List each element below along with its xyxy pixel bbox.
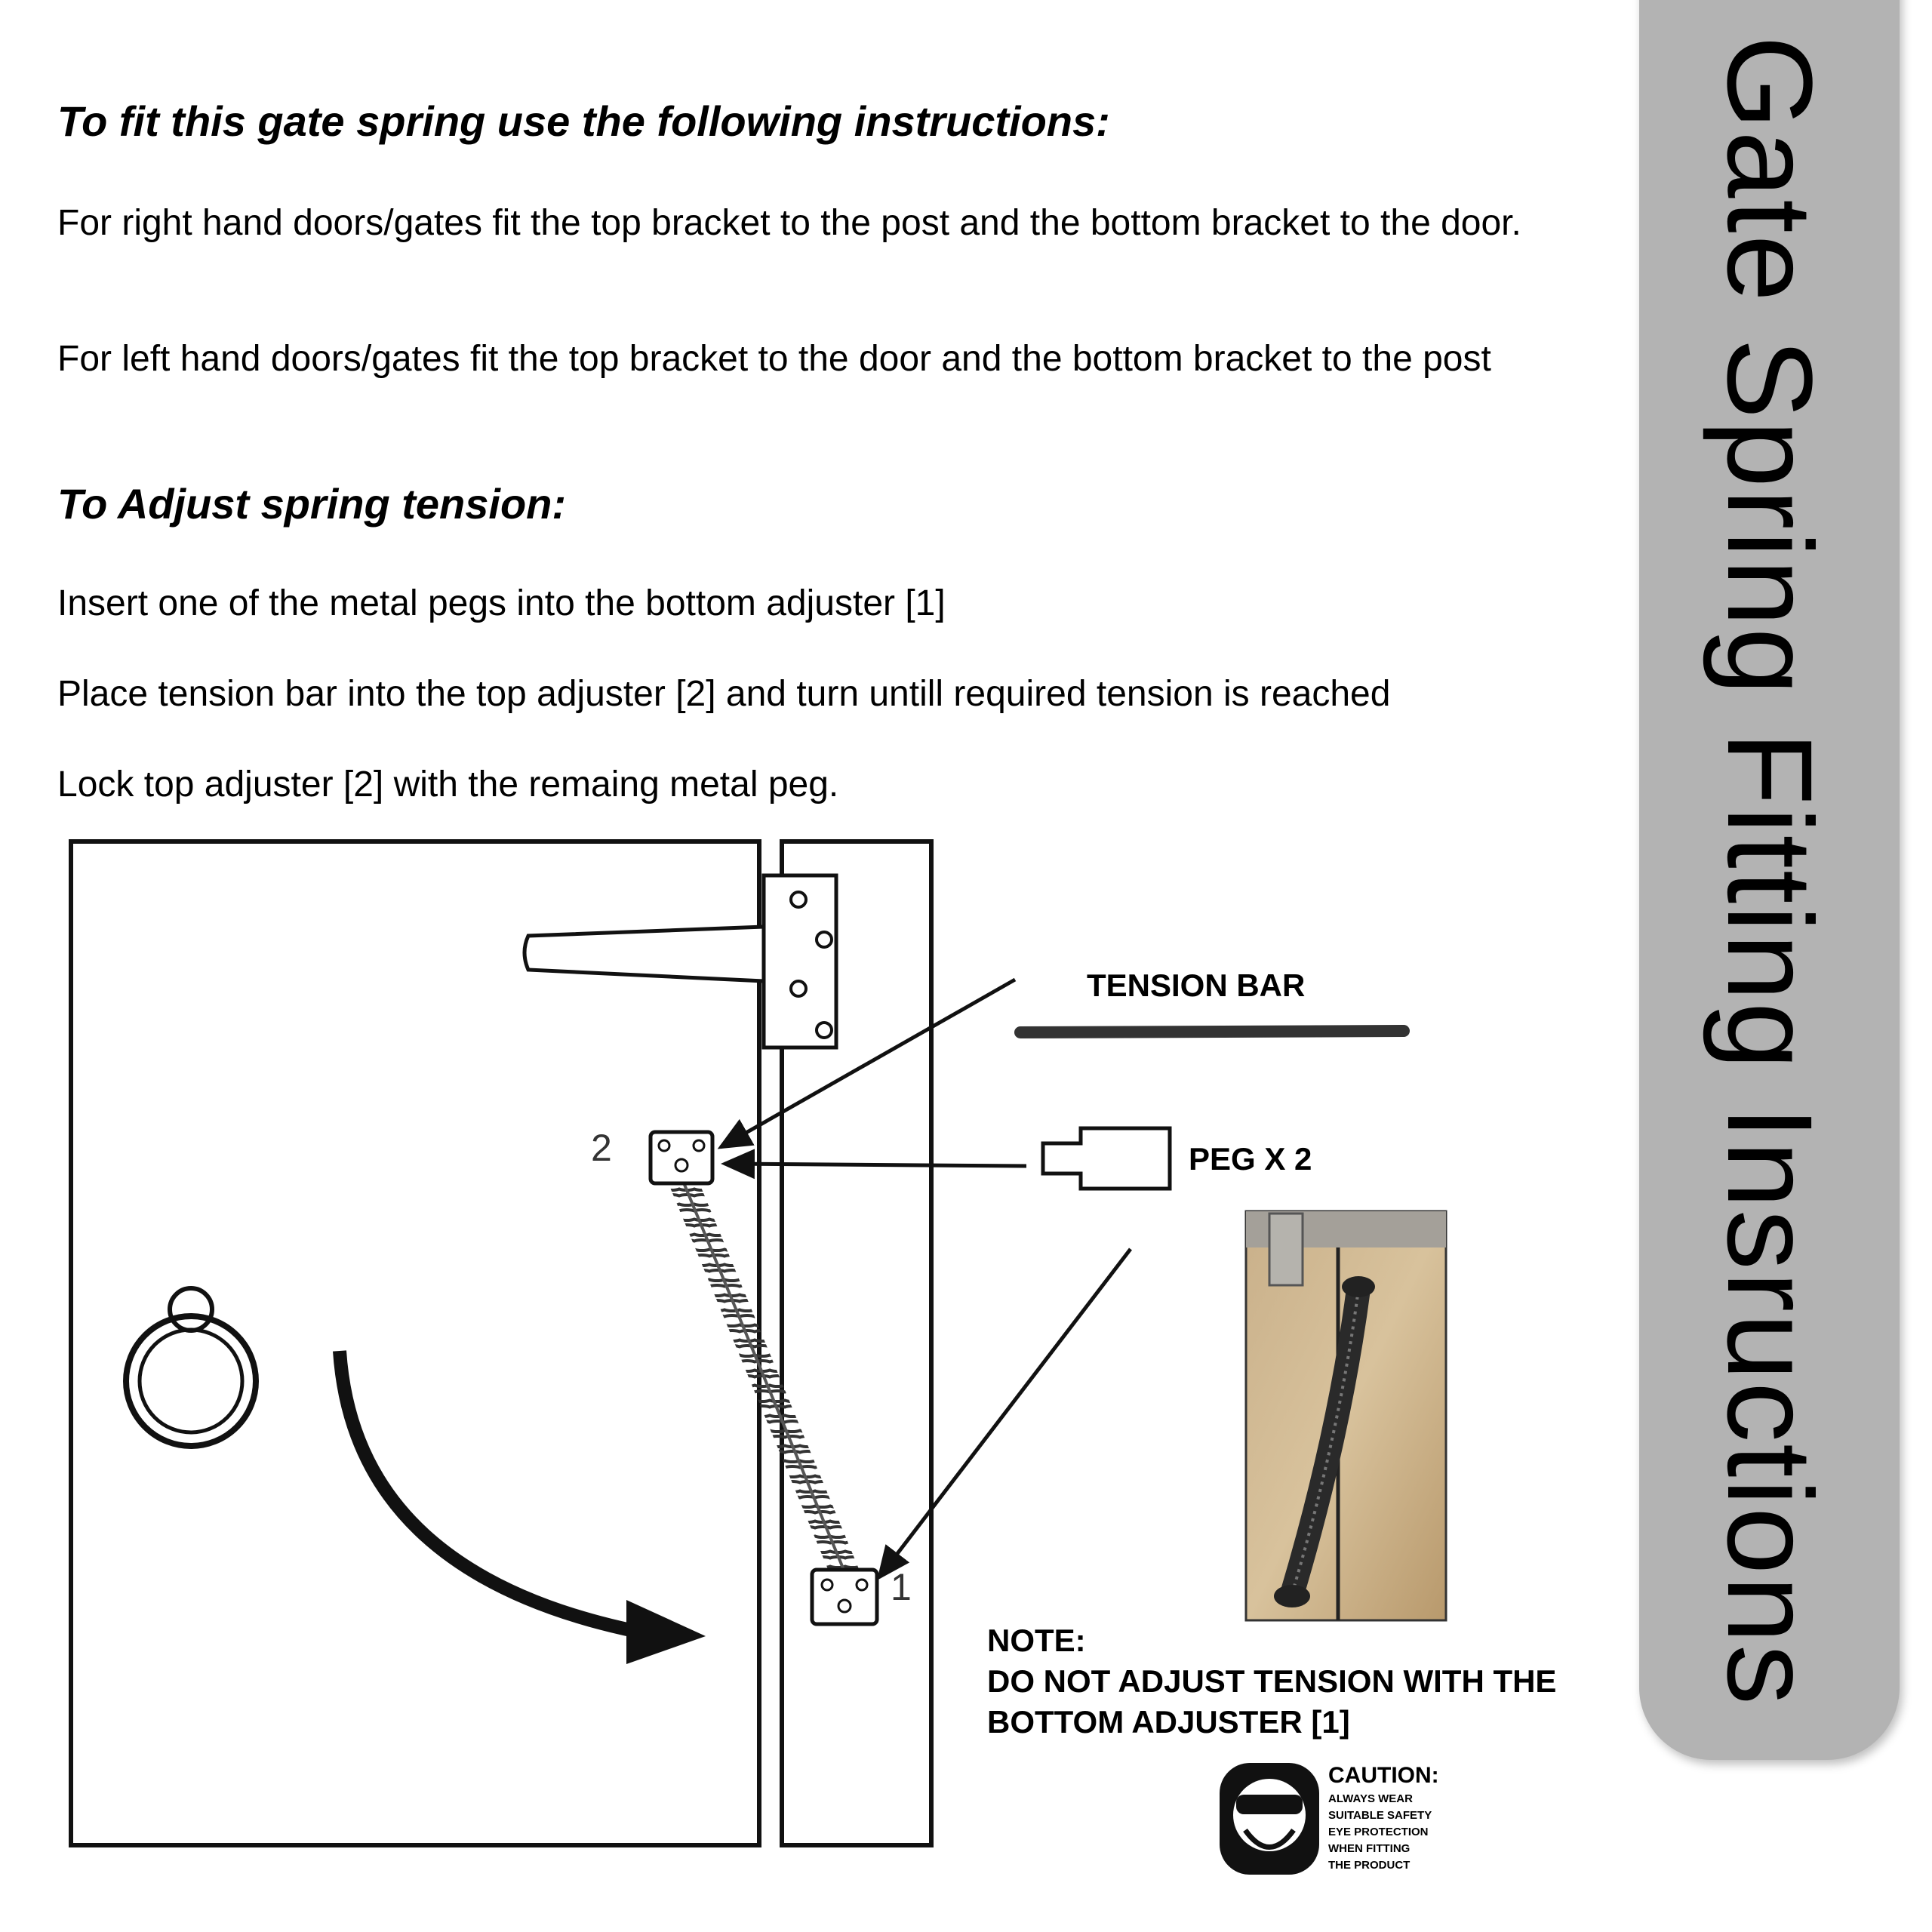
spring-icon — [669, 1175, 859, 1580]
peg-icon — [1041, 1126, 1172, 1191]
door-panel — [69, 839, 761, 1847]
bottom-adjuster-pointer — [876, 1247, 1132, 1580]
adjuster-number-1: 1 — [891, 1566, 912, 1608]
spring-photo — [1244, 1210, 1447, 1622]
caution-line-3: EYE PROTECTION — [1328, 1826, 1429, 1838]
hinge-icon — [522, 873, 838, 1050]
note-heading: NOTE: — [987, 1623, 1086, 1658]
top-adjuster-icon — [648, 1130, 715, 1186]
safety-goggles-icon — [1220, 1763, 1319, 1875]
heading-fit: To fit this gate spring use the followin… — [57, 97, 1110, 145]
swing-direction-arrow-icon — [333, 1350, 706, 1664]
bottom-adjuster-icon — [810, 1567, 879, 1626]
caution-line-1: ALWAYS WEAR — [1328, 1792, 1413, 1805]
caution-line-5: THE PRODUCT — [1328, 1859, 1410, 1872]
step-place-bar: Place tension bar into the top adjuster … — [57, 674, 1391, 714]
tension-bar-pointer — [717, 977, 1017, 1149]
caution-title: CAUTION: — [1328, 1763, 1439, 1788]
ring-handle-icon — [123, 1286, 259, 1449]
note-line-1: DO NOT ADJUST TENSION WITH THE — [987, 1663, 1556, 1699]
paragraph-right-hand: For right hand doors/gates fit the top b… — [57, 203, 1521, 243]
tension-bar-label: TENSION BAR — [1087, 968, 1305, 1003]
caution-line-4: WHEN FITTING — [1328, 1842, 1410, 1855]
peg-pointer — [721, 1149, 1027, 1180]
paragraph-left-hand: For left hand doors/gates fit the top br… — [57, 339, 1491, 379]
peg-label: PEG X 2 — [1189, 1141, 1312, 1177]
tension-bar-icon — [1014, 1025, 1410, 1038]
step-lock-adjuster: Lock top adjuster [2] with the remaing m… — [57, 764, 839, 804]
note-line-2: BOTTOM ADJUSTER [1] — [987, 1704, 1350, 1740]
caution-line-2: SUITABLE SAFETY — [1328, 1809, 1432, 1822]
heading-adjust: To Adjust spring tension: — [57, 480, 567, 528]
sidebar-banner — [1639, 0, 1900, 1760]
step-insert-peg: Insert one of the metal pegs into the bo… — [57, 583, 946, 623]
adjuster-number-2: 2 — [591, 1127, 612, 1169]
